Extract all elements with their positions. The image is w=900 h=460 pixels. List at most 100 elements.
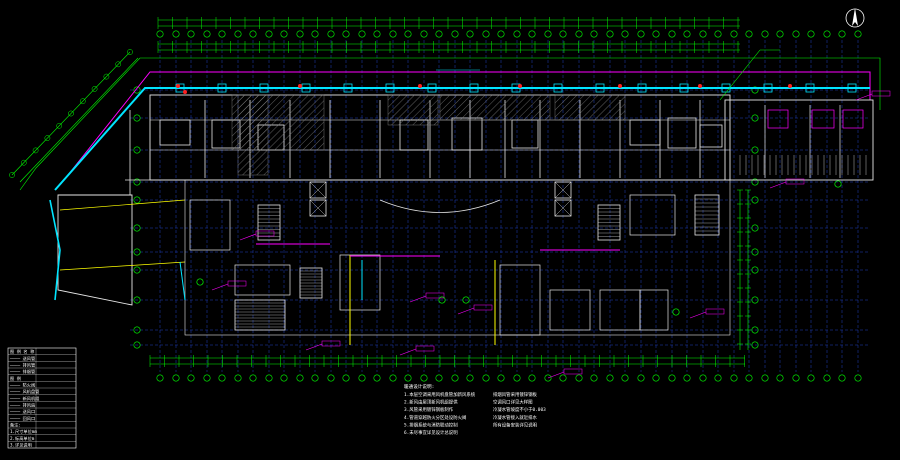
- axis-bubble: [776, 374, 784, 382]
- axis-bubble: [420, 374, 428, 382]
- legend-row-text: 图 例 名 称: [10, 348, 34, 355]
- axis-bubble: [249, 30, 257, 38]
- axis-bubble: [751, 248, 759, 256]
- notes-left-line: 5.排烟系统与消防联动控制: [404, 421, 458, 428]
- axis-bubble: [234, 374, 242, 382]
- wing-room: [57, 194, 133, 306]
- duct-fitting: [553, 83, 563, 93]
- tag-box: [227, 280, 247, 287]
- axis-bubble: [68, 110, 74, 117]
- axis-bubble: [404, 374, 412, 382]
- axis-bubble: [133, 178, 141, 186]
- elevator-shaft: [309, 181, 327, 199]
- notes-heading: 暖通设计说明:: [404, 383, 434, 390]
- duct-fitting: [385, 83, 395, 93]
- axis-bubble: [590, 374, 598, 382]
- axis-bubble: [751, 86, 759, 94]
- axis-bubble: [683, 374, 691, 382]
- axis-bubble: [115, 61, 122, 68]
- legend-table: 图 例 名 称 ──── 送风管 ──── 排风管 ──── 排烟管 图 例──…: [7, 347, 77, 449]
- axis-bubble: [187, 374, 195, 382]
- legend-row-text: 2.标高单位m: [10, 435, 35, 442]
- hatched-room: [439, 94, 551, 121]
- legend-row-text: ──── 排风管: [9, 362, 35, 369]
- legend-row-text: ──── 回风口: [9, 416, 35, 422]
- axis-bubble: [187, 30, 195, 38]
- legend-row-text: 3.详见说明: [10, 442, 32, 449]
- tag-box: [871, 90, 891, 97]
- notes-right-line: 空调风口详见大样图: [493, 399, 533, 406]
- axis-bubble: [590, 30, 598, 38]
- axis-bubble: [745, 30, 753, 38]
- tag-leader: [305, 343, 323, 351]
- equipment-symbol: [834, 180, 842, 188]
- south-room: [629, 194, 676, 236]
- axis-bubble: [133, 248, 141, 256]
- axis-bubble: [156, 374, 164, 382]
- main-duct: [54, 87, 870, 191]
- axis-bubble: [699, 30, 707, 38]
- tag-box: [705, 308, 725, 315]
- tag-box: [255, 230, 275, 237]
- south-room: [234, 264, 291, 296]
- east-equipment: [842, 109, 864, 129]
- axis-bubble: [751, 326, 759, 334]
- lobby-arc: [379, 199, 501, 213]
- duct-fitting: [427, 83, 437, 93]
- axis-bubble: [280, 30, 288, 38]
- axis-bubble: [652, 30, 660, 38]
- axis-bubble: [497, 30, 505, 38]
- equipment-tags: [176, 49, 891, 379]
- elevator-x: [554, 181, 572, 199]
- axis-bubble: [249, 374, 257, 382]
- axis-bubble: [621, 30, 629, 38]
- axis-bubble: [730, 374, 738, 382]
- axis-bubble: [172, 374, 180, 382]
- axis-bubble: [327, 374, 335, 382]
- south-room: [499, 264, 541, 336]
- callout-leader: [719, 49, 761, 101]
- elevator-shaft: [554, 181, 572, 199]
- axis-bubble: [203, 30, 211, 38]
- axis-bubble: [133, 114, 141, 122]
- axis-bubble: [358, 30, 366, 38]
- notes-right-line: 冷凝水管坡度不小于0.003: [493, 406, 546, 413]
- tag-box: [425, 292, 445, 299]
- duct-fitting: [721, 83, 731, 93]
- axis-bubble: [133, 86, 141, 94]
- notes-left-line: 4.管道穿越防火分区处设防火阀: [404, 414, 466, 421]
- axis-bubble: [528, 374, 536, 382]
- axis-bubble: [32, 147, 39, 154]
- axis-bubble: [133, 266, 141, 274]
- axis-bubble: [327, 30, 335, 38]
- south-room: [339, 254, 381, 311]
- axis-bubble: [91, 86, 98, 92]
- axis-bubble: [807, 374, 815, 382]
- axis-bubble: [751, 196, 759, 204]
- wing-dimension: [59, 199, 186, 211]
- fire-damper-marker: [183, 90, 187, 94]
- fire-damper-marker: [618, 84, 622, 88]
- axis-bubble: [637, 374, 645, 382]
- tag-leader: [399, 348, 417, 356]
- axis-bubble: [823, 374, 831, 382]
- tag-leader: [409, 295, 427, 303]
- ductwork: [49, 83, 870, 345]
- wing-dimension: [59, 261, 186, 271]
- fire-damper-marker: [298, 84, 302, 88]
- axis-bubble: [435, 30, 443, 38]
- fire-damper-marker: [788, 84, 792, 88]
- outline-magenta: [59, 71, 871, 186]
- legend-row-text: 1.尺寸单位mm: [10, 428, 37, 435]
- axis-bubble: [683, 30, 691, 38]
- tag-box: [473, 304, 493, 311]
- axis-bubble: [133, 196, 141, 204]
- axis-bubble: [389, 30, 397, 38]
- axis-bubble: [218, 30, 226, 38]
- legend-row-text: 备注:: [10, 422, 21, 429]
- axis-bubble: [730, 30, 738, 38]
- axis-bubble: [714, 374, 722, 382]
- hatched-rooms: [231, 94, 626, 176]
- axis-bubble: [575, 30, 583, 38]
- hatched-room: [387, 94, 439, 126]
